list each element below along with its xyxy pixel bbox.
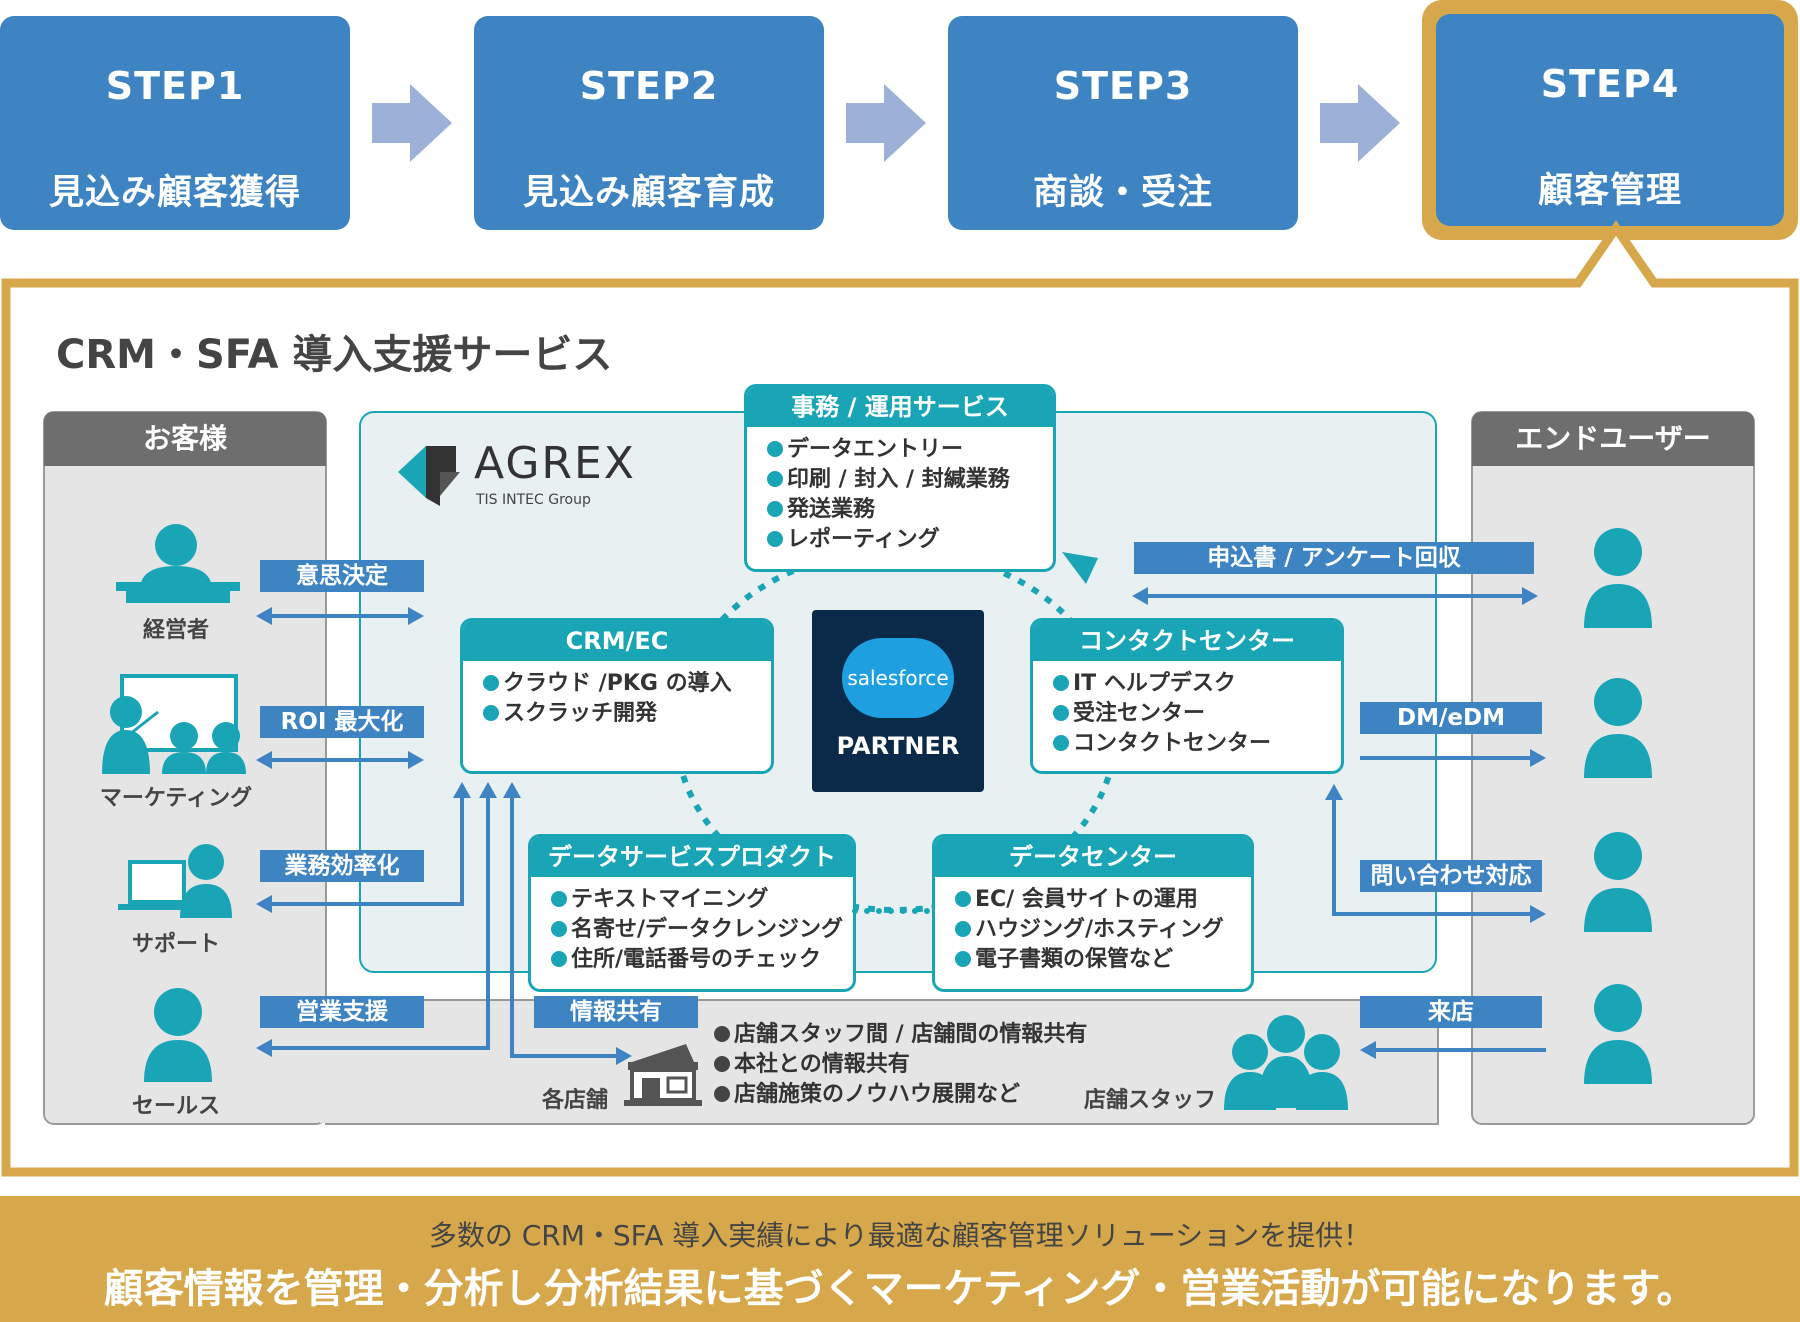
salesforce-logo-text: salesforce <box>847 666 949 690</box>
service-contact-item: 受注センター <box>1053 699 1341 729</box>
figure-executive-icon <box>116 524 240 603</box>
channel-dm: DM/eDM <box>1360 702 1542 734</box>
bottom-dotted-connector <box>852 908 930 914</box>
store-info-item: 店舗スタッフ間 / 店舗間の情報共有 <box>714 1020 1087 1050</box>
step2-box: STEP2 見込み顧客育成 <box>474 16 824 230</box>
store-info-item: 本社との情報共有 <box>714 1050 1087 1080</box>
step1-label: 見込み顧客獲得 <box>48 173 301 213</box>
action-sales-support: 営業支援 <box>260 996 424 1028</box>
step1-box: STEP1 見込み顧客獲得 <box>0 16 350 230</box>
step3-label: 商談・受注 <box>1032 173 1213 213</box>
step-arrow-1 <box>372 84 452 162</box>
action-roi: ROI 最大化 <box>260 706 424 738</box>
partner-label: PARTNER <box>836 732 960 760</box>
salesforce-partner-badge: salesforce PARTNER <box>812 610 984 792</box>
service-office-title: 事務 / 運用サービス <box>747 387 1053 427</box>
agrex-name: AGREX <box>474 438 636 489</box>
service-office: 事務 / 運用サービス データエントリー 印刷 / 封入 / 封緘業務 発送業務… <box>744 384 1056 572</box>
service-contact-item: IT ヘルプデスク <box>1053 669 1341 699</box>
service-office-item: 発送業務 <box>767 495 1053 525</box>
ring-arrowhead <box>1062 552 1098 584</box>
figure-sales-icon <box>144 988 212 1082</box>
role-marketing: マーケティング <box>99 786 253 811</box>
store-info-item: 店舗施策のノウハウ展開など <box>714 1080 1087 1110</box>
enduser-panel-header <box>1472 412 1754 466</box>
agrex-sub: TIS INTEC Group <box>476 492 591 508</box>
step4-box: STEP4 顧客管理 <box>1436 14 1784 226</box>
service-office-item: 印刷 / 封入 / 封緘業務 <box>767 465 1053 495</box>
store-staff-label: 店舗スタッフ <box>1083 1088 1216 1113</box>
service-datacenter-item: ハウジング/ホスティング <box>955 915 1251 945</box>
service-datacenter-item: 電子書類の保管など <box>955 945 1251 975</box>
step2-number: STEP2 <box>579 64 719 108</box>
channel-forms: 申込書 / アンケート回収 <box>1134 542 1534 574</box>
service-datacenter-title: データセンター <box>935 837 1251 877</box>
service-crm-item: クラウド /PKG の導入 <box>483 669 771 699</box>
step-arrow-2 <box>846 84 926 162</box>
service-crm-title: CRM/EC <box>463 621 771 661</box>
action-decision: 意思決定 <box>260 560 424 592</box>
footer-band <box>0 1196 1800 1322</box>
service-office-item: データエントリー <box>767 435 1053 465</box>
service-office-item: レポーティング <box>767 525 1053 555</box>
store-staff-icon <box>1224 1015 1348 1110</box>
footer-headline: 顧客情報を管理・分析し分析結果に基づくマーケティング・営業活動が可能になります。 <box>103 1266 1697 1312</box>
store-info-list: 店舗スタッフ間 / 店舗間の情報共有 本社との情報共有 店舗施策のノウハウ展開な… <box>714 1020 1087 1110</box>
action-efficiency: 業務効率化 <box>260 850 424 882</box>
role-executive: 経営者 <box>142 618 209 643</box>
step2-label: 見込み顧客育成 <box>522 173 775 213</box>
service-contact-title: コンタクトセンター <box>1033 621 1341 661</box>
figure-marketing-icon <box>102 674 246 774</box>
step3-box: STEP3 商談・受注 <box>948 16 1298 230</box>
channel-visit: 来店 <box>1360 996 1542 1028</box>
customer-header: お客様 <box>142 422 227 455</box>
enduser-header: エンドユーザー <box>1515 422 1711 455</box>
step1-number: STEP1 <box>105 64 245 108</box>
step-arrows <box>372 84 1400 162</box>
step3-number: STEP3 <box>1053 64 1193 108</box>
channel-inquiry: 問い合わせ対応 <box>1360 860 1542 892</box>
step4-label: 顧客管理 <box>1537 171 1682 211</box>
step4-number: STEP4 <box>1540 62 1680 106</box>
role-sales: セールス <box>131 1094 220 1119</box>
section-title: CRM・SFA 導入支援サービス <box>56 332 613 378</box>
service-contact-item: コンタクトセンター <box>1053 729 1341 759</box>
agrex-logo-icon <box>398 446 460 506</box>
enduser-figures-icon <box>1584 528 1652 1084</box>
service-dataservice-item: テキストマイニング <box>551 885 853 915</box>
service-dataservice-item: 住所/電話番号のチェック <box>551 945 853 975</box>
step-arrow-3 <box>1320 84 1400 162</box>
service-contact: コンタクトセンター IT ヘルプデスク 受注センター コンタクトセンター <box>1030 618 1344 774</box>
service-crm: CRM/EC クラウド /PKG の導入 スクラッチ開発 <box>460 618 774 774</box>
service-datacenter: データセンター EC/ 会員サイトの運用 ハウジング/ホスティング 電子書類の保… <box>932 834 1254 992</box>
role-support: サポート <box>131 932 220 957</box>
shop-icon <box>624 1044 702 1106</box>
salesforce-cloud-icon <box>842 638 954 718</box>
info-share-label: 情報共有 <box>534 996 698 1028</box>
customer-panel-header <box>44 412 326 466</box>
store-label: 各店舗 <box>541 1088 608 1113</box>
service-dataservice: データサービスプロダクト テキストマイニング 名寄せ/データクレンジング 住所/… <box>528 834 856 992</box>
service-dataservice-title: データサービスプロダクト <box>531 837 853 877</box>
service-datacenter-item: EC/ 会員サイトの運用 <box>955 885 1251 915</box>
service-dataservice-item: 名寄せ/データクレンジング <box>551 915 853 945</box>
footer-subtitle: 多数の CRM・SFA 導入実績により最適な顧客管理ソリューションを提供！ <box>428 1219 1372 1252</box>
service-crm-item: スクラッチ開発 <box>483 699 771 729</box>
figure-support-icon <box>118 844 232 918</box>
